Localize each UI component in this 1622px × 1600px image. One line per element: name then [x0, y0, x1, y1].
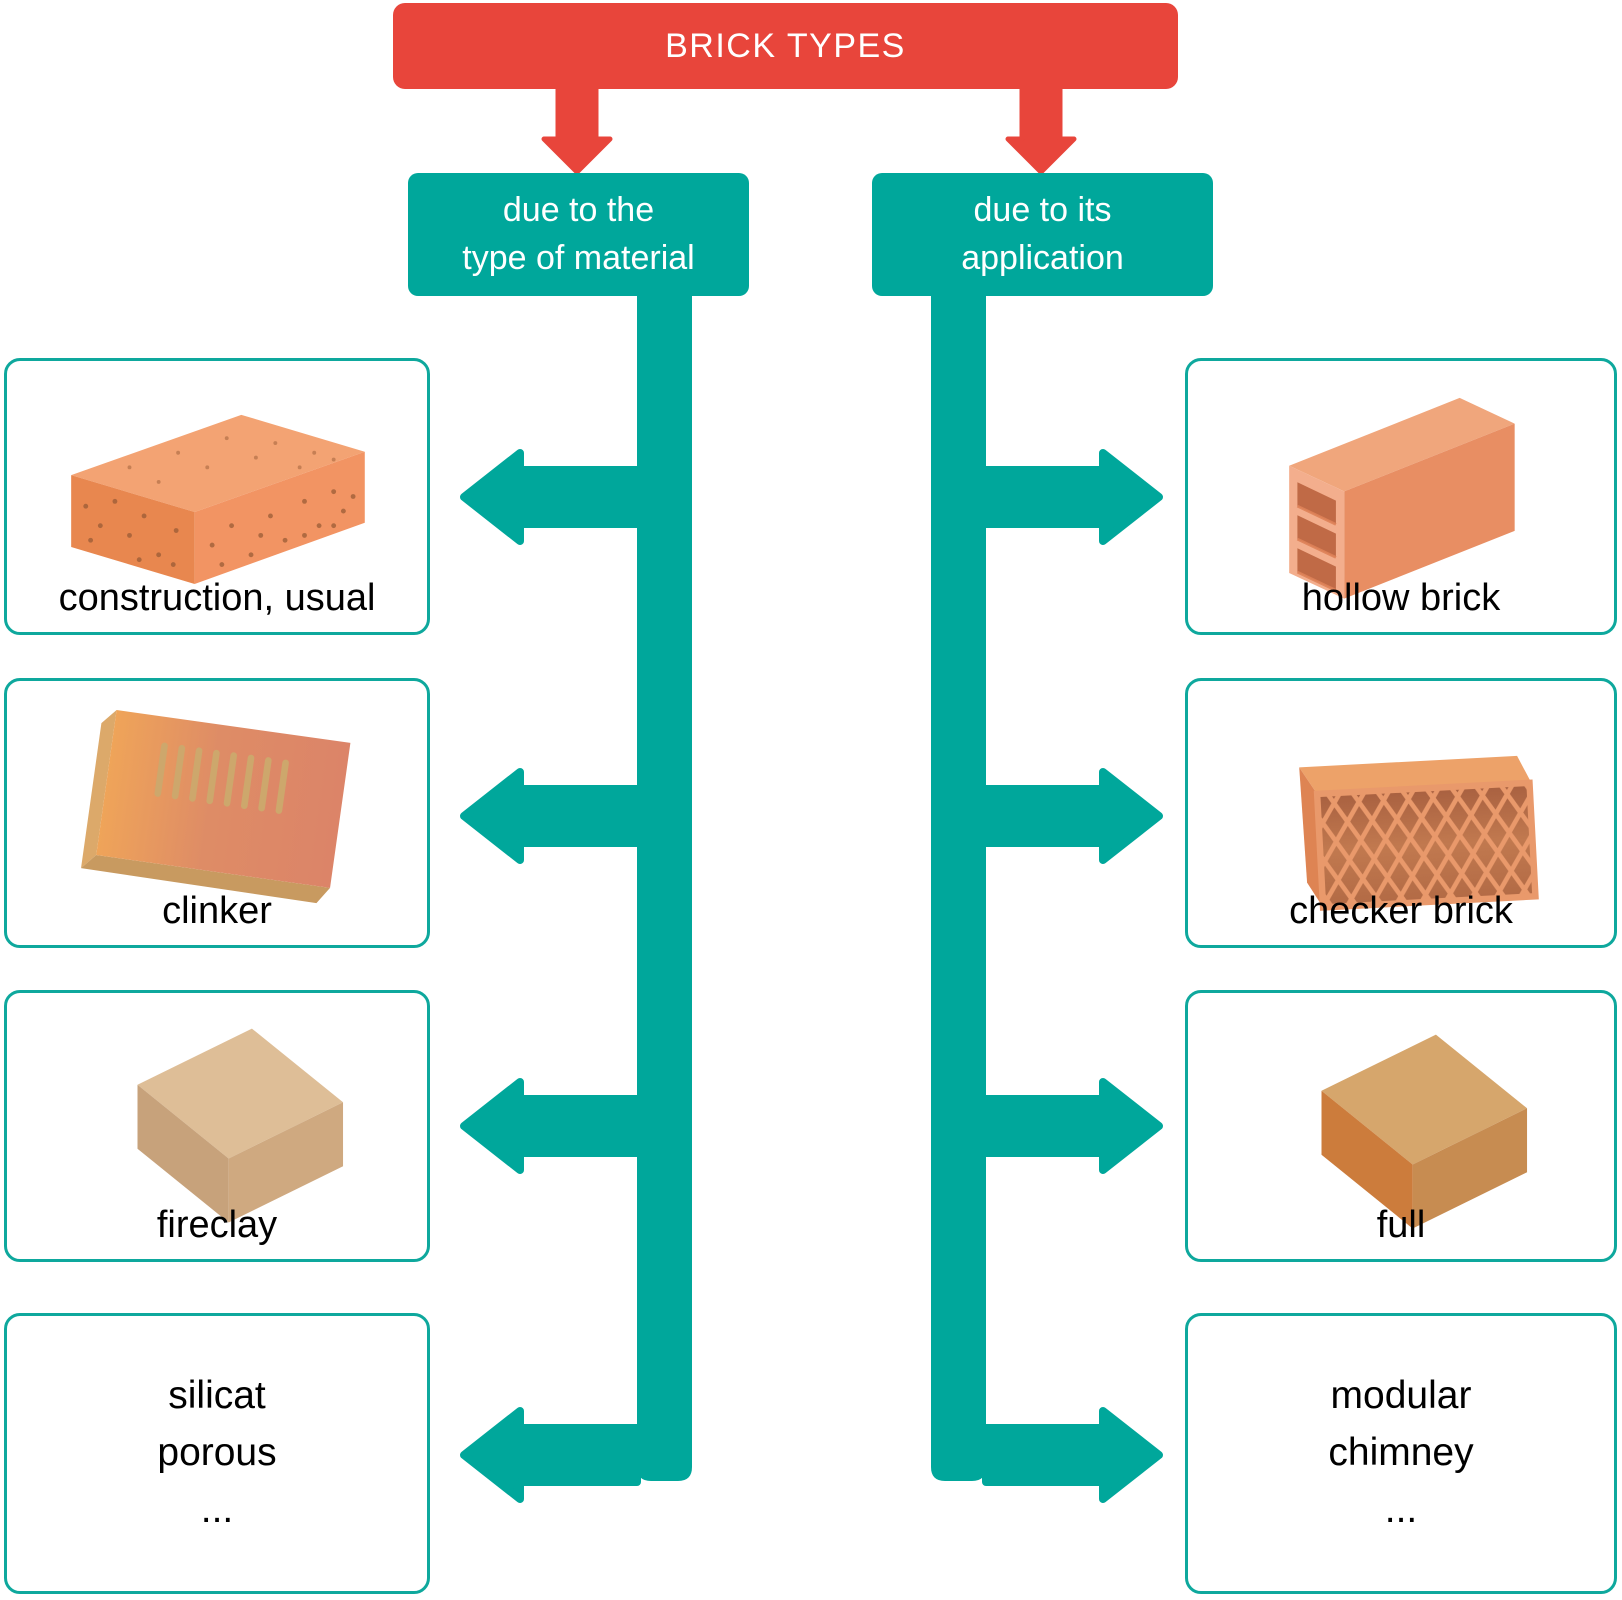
page-title: BRICK TYPES	[665, 26, 906, 65]
teal-bar-left	[637, 250, 692, 1481]
speckled-brick-icon	[71, 414, 365, 584]
red-down-arrow-left	[541, 77, 613, 175]
item-label: checker brick	[1289, 890, 1513, 932]
item-box-clinker: clinker	[4, 678, 430, 948]
teal-bar-right	[931, 250, 986, 1481]
left-branch-arrows	[460, 449, 641, 1503]
full-brick-icon	[1321, 1034, 1528, 1229]
hollow-brick-icon	[1289, 397, 1515, 599]
item-box-silicat-porous: silicat porous ...	[4, 1313, 430, 1594]
red-down-arrow-right	[1005, 77, 1077, 175]
item-line: chimney	[1328, 1431, 1474, 1475]
branch-material-line2: type of material	[462, 238, 695, 277]
item-line: ...	[1384, 1487, 1418, 1531]
item-label: hollow brick	[1301, 577, 1501, 619]
item-line: modular	[1330, 1374, 1472, 1418]
item-box-hollow-brick: hollow brick	[1185, 358, 1617, 635]
branch-box-application: due to its application	[872, 173, 1213, 296]
branch-material-line1: due to the	[502, 190, 655, 229]
branch-application-line2: application	[961, 238, 1124, 277]
item-box-construction-usual: construction, usual	[4, 358, 430, 635]
branch-application-line1: due to its	[973, 190, 1112, 229]
title-box: BRICK TYPES	[393, 3, 1178, 89]
slotted-brick-icon	[81, 710, 351, 904]
item-label: clinker	[162, 890, 272, 932]
right-branch-arrows	[982, 449, 1163, 1503]
item-box-fireclay: fireclay	[4, 990, 430, 1262]
item-line: porous	[157, 1431, 277, 1475]
item-box-modular-chimney: modular chimney ...	[1185, 1313, 1617, 1594]
item-box-checker-brick: checker brick	[1185, 678, 1617, 948]
item-line: ...	[200, 1487, 234, 1531]
item-label: full	[1376, 1204, 1426, 1246]
item-box-full: full	[1185, 990, 1617, 1262]
item-text-lines: modular chimney ...	[1188, 1316, 1614, 1591]
branch-box-material: due to the type of material	[408, 173, 749, 296]
item-label: fireclay	[156, 1204, 278, 1246]
item-text-lines: silicat porous ...	[7, 1316, 427, 1591]
item-line: silicat	[168, 1374, 266, 1418]
checker-brick-icon	[1299, 755, 1539, 911]
item-label: construction, usual	[58, 577, 376, 619]
tan-brick-icon	[137, 1028, 344, 1223]
